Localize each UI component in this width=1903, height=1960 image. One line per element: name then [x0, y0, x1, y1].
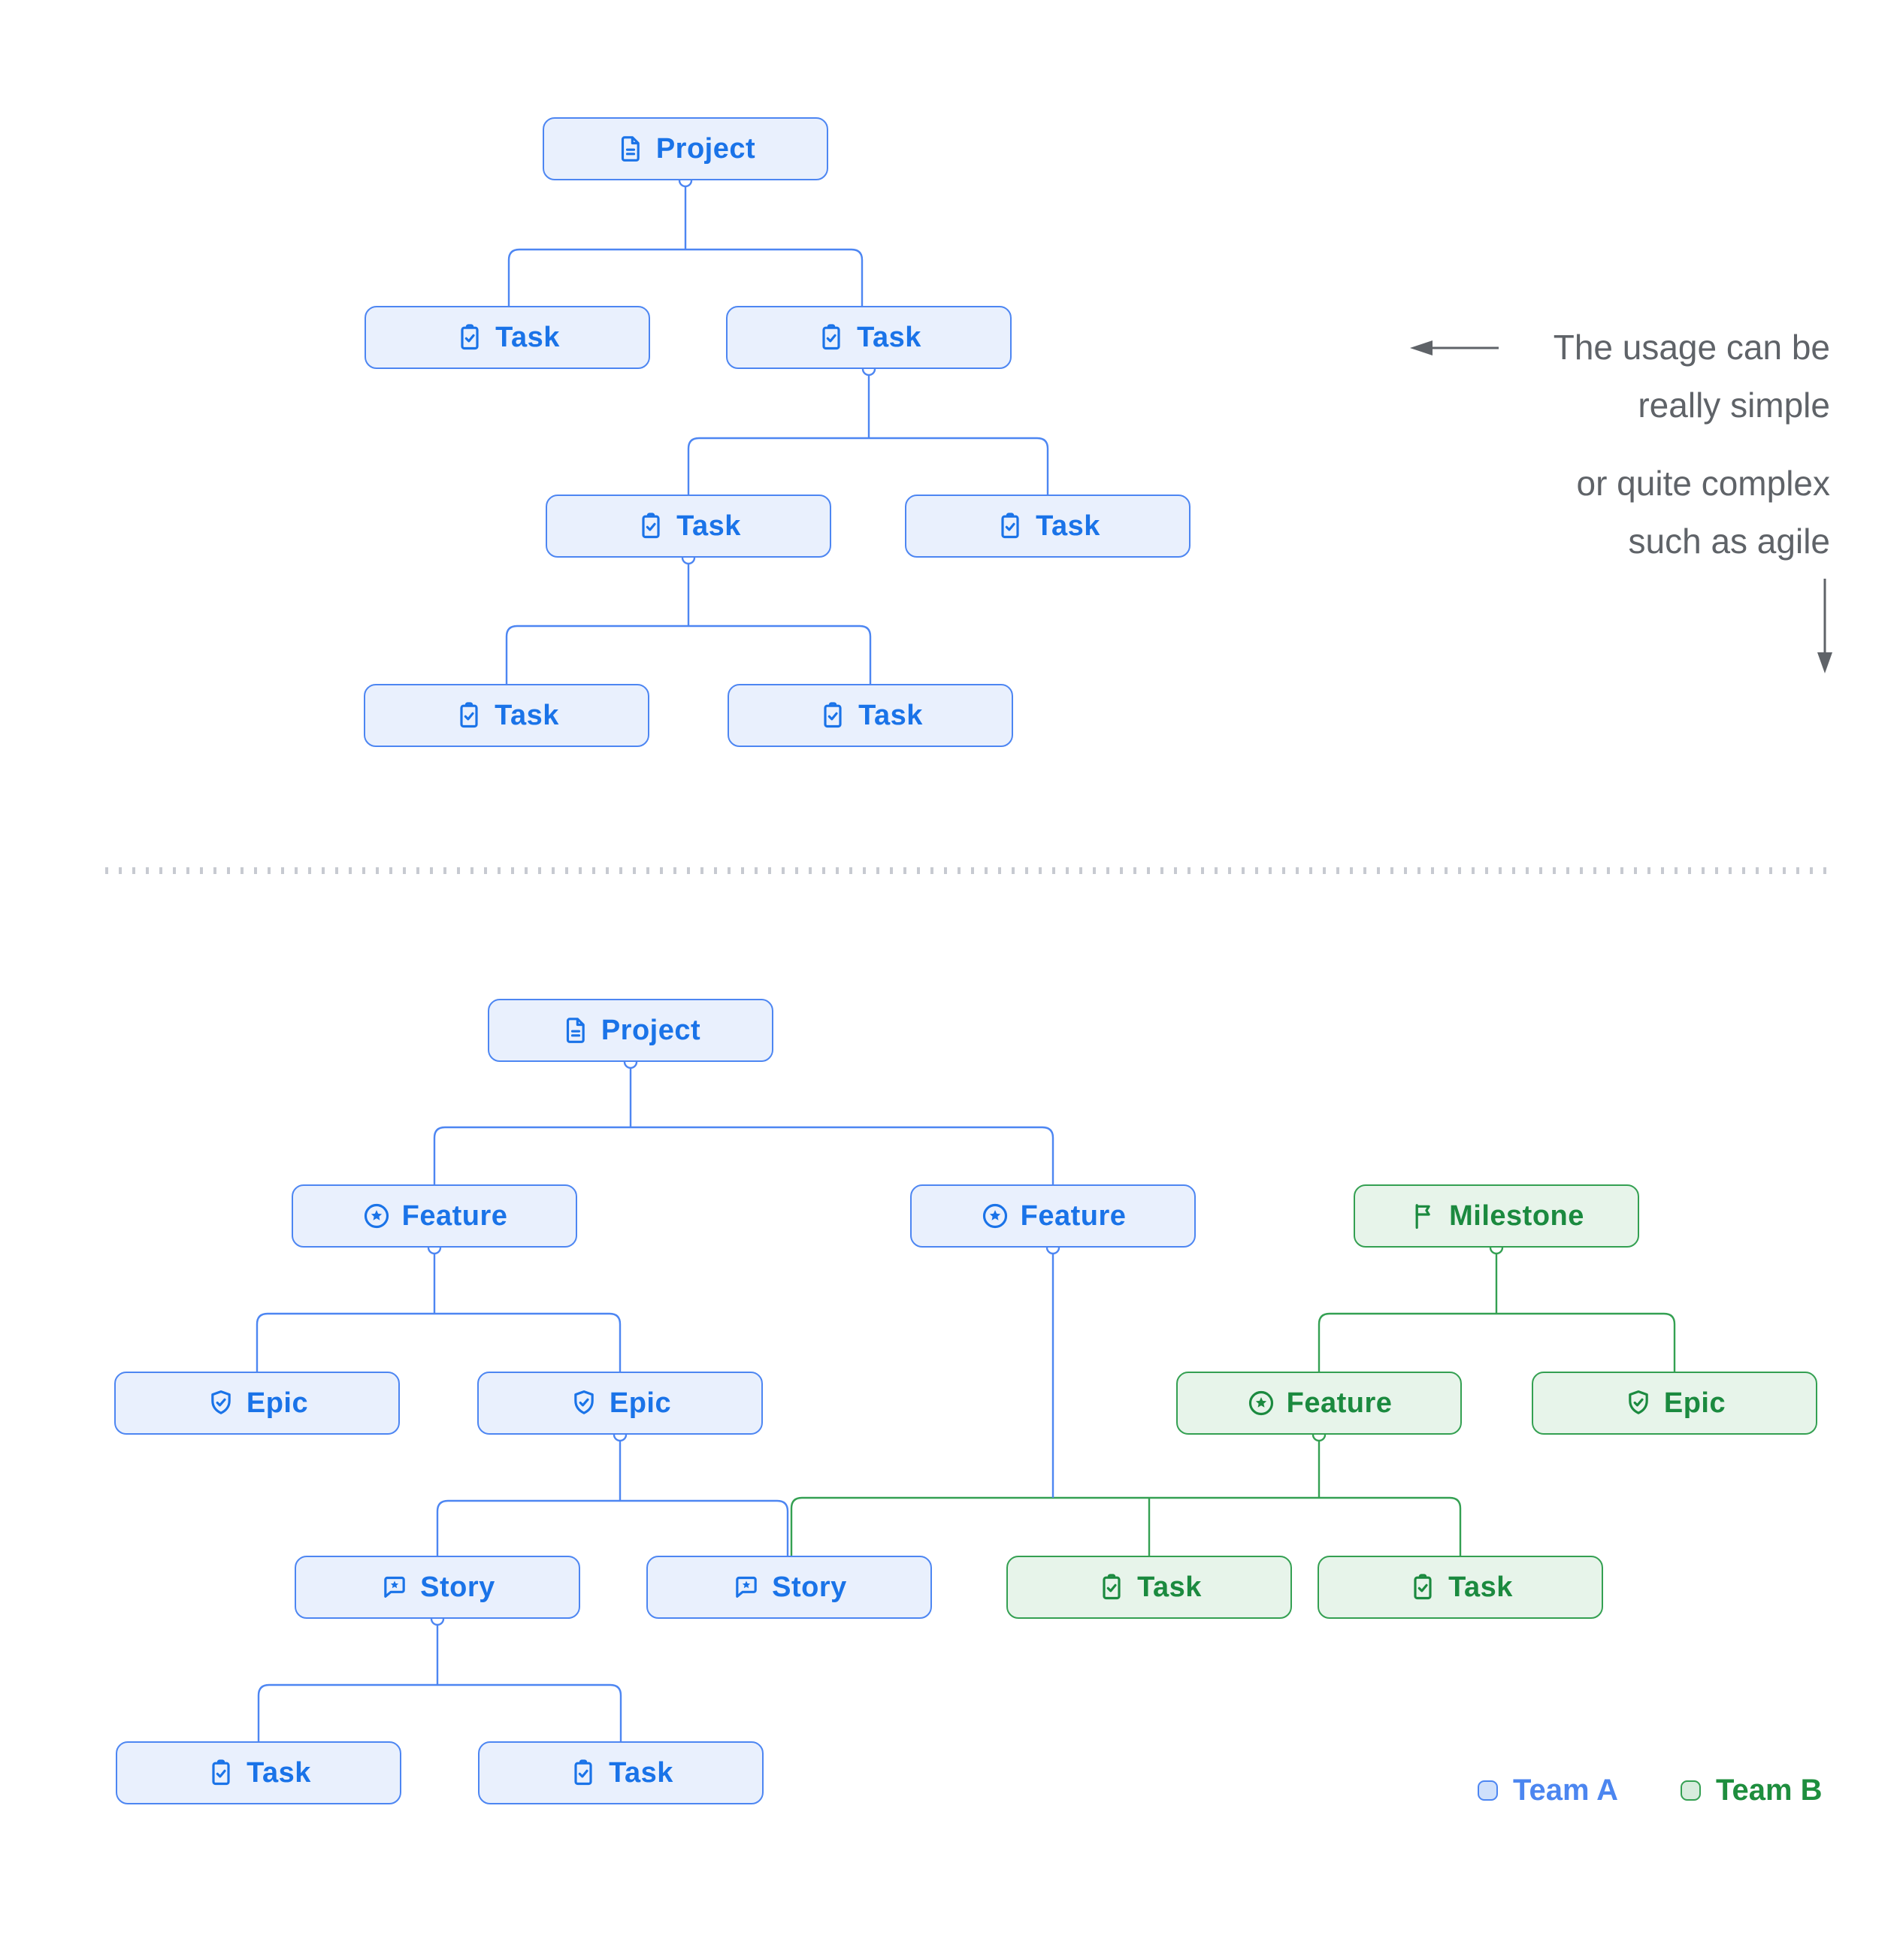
node-label: Epic: [609, 1387, 672, 1419]
annotation-paragraph-simple: The usage can be really simple: [1554, 319, 1830, 434]
down-arrow-icon: [1817, 579, 1832, 673]
clipboard-check-icon: [1408, 1572, 1438, 1602]
document-icon: [616, 134, 646, 164]
node-project: Project: [543, 117, 828, 180]
node-label: Feature: [401, 1199, 508, 1232]
node-label: Story: [772, 1571, 847, 1603]
node-label: Task: [495, 321, 560, 353]
story-comment-icon: [380, 1572, 410, 1602]
node-milestone: Milestone: [1354, 1184, 1639, 1248]
team-b-label: Team B: [1716, 1774, 1823, 1807]
left-arrow-icon: [1410, 340, 1499, 355]
node-task: Task: [728, 684, 1013, 747]
node-label: Task: [247, 1756, 311, 1789]
node-epic: Epic: [1532, 1372, 1817, 1435]
node-task: Task: [478, 1741, 764, 1804]
feature-star-icon: [362, 1201, 392, 1231]
node-label: Task: [1448, 1571, 1513, 1603]
node-task: Task: [546, 495, 831, 558]
node-task: Task: [1318, 1556, 1603, 1619]
node-label: Task: [858, 699, 923, 731]
node-label: Epic: [1663, 1387, 1726, 1419]
node-label: Task: [495, 699, 559, 731]
annotation-note: The usage can be really simple or quite …: [1554, 319, 1830, 570]
node-label: Task: [1137, 1571, 1202, 1603]
team-b-swatch: [1681, 1780, 1701, 1801]
clipboard-check-icon: [1097, 1572, 1127, 1602]
node-label: Feature: [1286, 1387, 1393, 1419]
node-label: Task: [676, 510, 741, 542]
node-epic: Epic: [477, 1372, 763, 1435]
document-icon: [561, 1015, 591, 1045]
annotation-line: or quite complex: [1576, 464, 1831, 503]
clipboard-check-icon: [455, 322, 485, 352]
node-feature: Feature: [910, 1184, 1196, 1248]
node-task: Task: [365, 306, 650, 369]
node-label: Feature: [1020, 1199, 1127, 1232]
node-label: Story: [420, 1571, 495, 1603]
node-story: Story: [295, 1556, 580, 1619]
clipboard-check-icon: [995, 511, 1025, 541]
dotted-divider: [105, 867, 1834, 874]
shield-check-icon: [569, 1388, 599, 1418]
node-task: Task: [116, 1741, 401, 1804]
node-epic: Epic: [114, 1372, 400, 1435]
team-a-swatch: [1478, 1780, 1498, 1801]
node-label: Milestone: [1449, 1199, 1584, 1232]
annotation-paragraph-complex: or quite complex such as agile: [1554, 455, 1831, 570]
node-label: Task: [1036, 510, 1100, 542]
story-comment-icon: [731, 1572, 761, 1602]
legend-item-team-a: Team A: [1478, 1774, 1618, 1807]
feature-star-icon: [1246, 1388, 1276, 1418]
node-feature: Feature: [292, 1184, 577, 1248]
clipboard-check-icon: [818, 700, 848, 730]
feature-star-icon: [980, 1201, 1010, 1231]
annotation-line: such as agile: [1628, 522, 1831, 561]
node-label: Project: [601, 1014, 701, 1046]
annotation-line: The usage can be: [1553, 328, 1830, 367]
node-label: Project: [655, 132, 756, 165]
node-label: Task: [857, 321, 921, 353]
node-feature: Feature: [1176, 1372, 1462, 1435]
clipboard-check-icon: [816, 322, 846, 352]
node-story: Story: [646, 1556, 932, 1619]
node-task: Task: [905, 495, 1191, 558]
node-task: Task: [726, 306, 1012, 369]
node-label: Task: [609, 1756, 673, 1789]
clipboard-check-icon: [636, 511, 666, 541]
shield-check-icon: [1623, 1388, 1653, 1418]
legend-item-team-b: Team B: [1681, 1774, 1823, 1807]
node-task: Task: [1006, 1556, 1292, 1619]
clipboard-check-icon: [206, 1758, 236, 1788]
flag-icon: [1408, 1201, 1439, 1231]
node-project: Project: [488, 999, 773, 1062]
node-task: Task: [364, 684, 649, 747]
node-label: Epic: [246, 1387, 309, 1419]
clipboard-check-icon: [454, 700, 484, 730]
team-a-label: Team A: [1513, 1774, 1619, 1807]
clipboard-check-icon: [568, 1758, 598, 1788]
annotation-line: really simple: [1638, 386, 1830, 425]
shield-check-icon: [206, 1388, 236, 1418]
